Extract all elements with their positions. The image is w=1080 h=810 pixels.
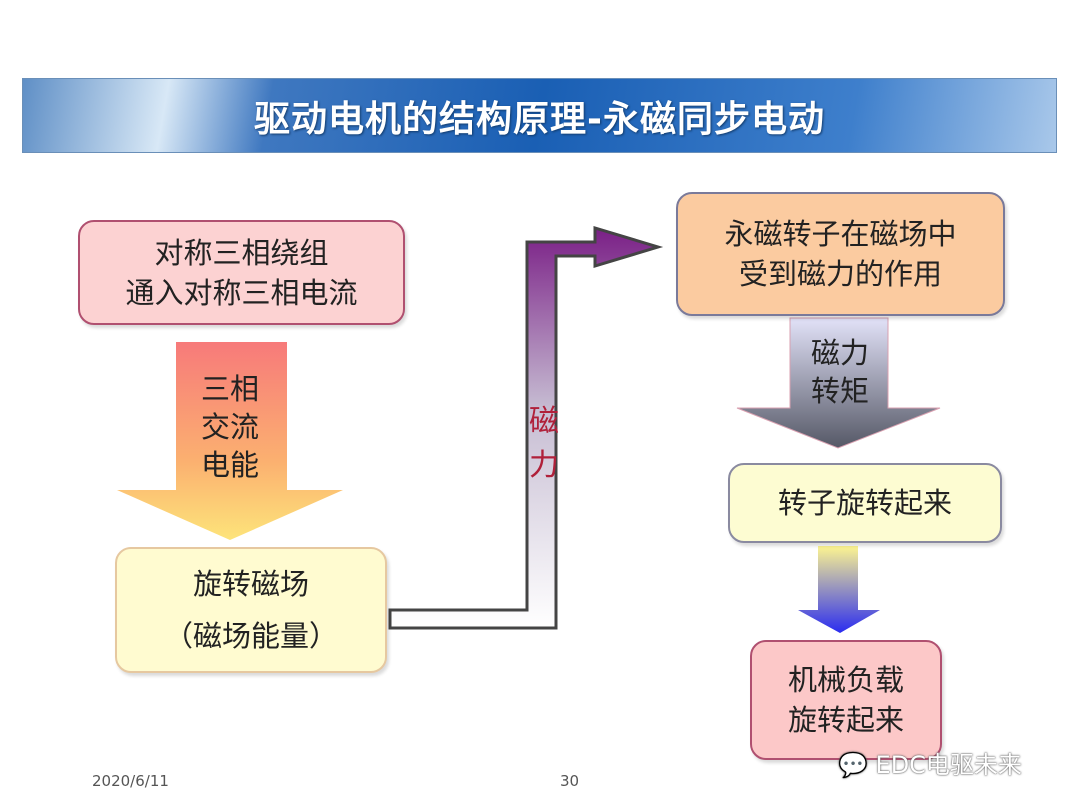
label-line: 转矩: [810, 374, 869, 408]
pm-rotor-box: 永磁转子在磁场中 受到磁力的作用: [676, 192, 1005, 316]
box-text: 永磁转子在磁场中: [724, 217, 957, 251]
torque-label: 磁力 转矩: [795, 334, 885, 410]
label-line: 力: [529, 448, 559, 483]
label-line: 磁: [529, 404, 559, 439]
label-line: 磁力: [810, 336, 869, 370]
box-text: 转子旋转起来: [777, 486, 952, 520]
windings-box: 对称三相绕组 通入对称三相电流: [78, 220, 405, 325]
label-line: 三相: [200, 372, 259, 406]
box-text: 受到磁力的作用: [738, 257, 942, 291]
title-banner: 驱动电机的结构原理-永磁同步电动: [22, 78, 1057, 153]
slide-title: 驱动电机的结构原理-永磁同步电动: [254, 98, 825, 140]
page-number: 30: [560, 772, 580, 790]
rotor-spins-box: 转子旋转起来: [728, 463, 1002, 543]
box-text: 旋转磁场: [192, 567, 309, 601]
footer-date: 2020/6/11: [92, 772, 169, 790]
box-text: 对称三相绕组: [154, 235, 329, 270]
label-line: 交流: [200, 410, 259, 444]
watermark-text: EDC电驱未来: [875, 751, 1022, 779]
rotation-arrow: [798, 546, 880, 633]
label-line: 电能: [200, 448, 259, 482]
load-spins-box: 机械负载 旋转起来: [750, 640, 942, 760]
wechat-icon: 💬: [838, 751, 868, 779]
watermark: 💬 EDC电驱未来: [838, 745, 1022, 780]
ac-power-label: 三相 交流 电能: [190, 370, 270, 484]
torque-arrow: [736, 317, 941, 449]
magnetic-force-label: 磁 力: [524, 400, 564, 488]
magnetic-force-arrow: [388, 225, 664, 630]
box-text: 旋转起来: [787, 703, 904, 737]
rotating-field-box: 旋转磁场 （磁场能量）: [115, 547, 387, 673]
box-text: 机械负载: [787, 663, 904, 697]
box-text: （磁场能量）: [163, 619, 338, 653]
box-text: 通入对称三相电流: [125, 275, 358, 310]
ac-power-arrow: [117, 342, 343, 540]
